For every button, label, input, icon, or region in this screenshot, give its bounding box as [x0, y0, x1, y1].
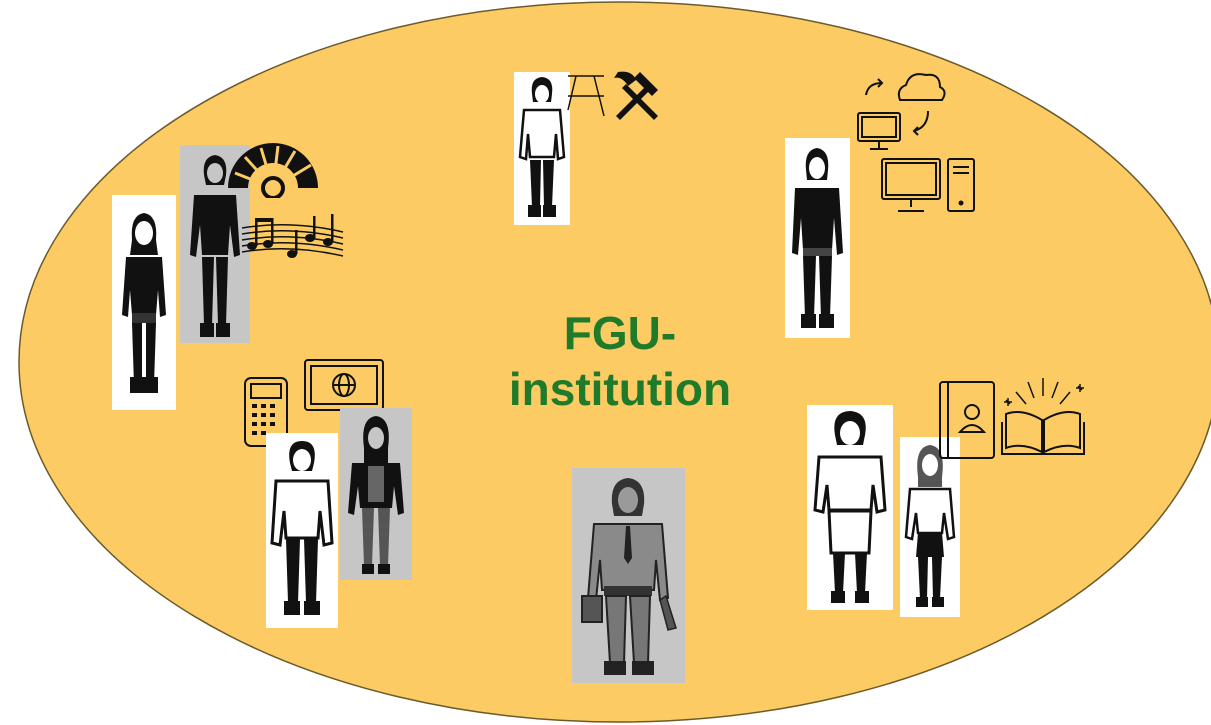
person-figure — [792, 148, 843, 328]
globe-card-icon — [303, 358, 385, 413]
computer-icon — [880, 155, 980, 215]
center-label-line2: institution — [508, 363, 732, 415]
person-figure — [122, 213, 166, 393]
person-card-woman-finance — [340, 408, 412, 580]
person-figure — [270, 441, 334, 615]
person-card-worker — [572, 468, 685, 683]
center-label: FGU- institution — [495, 305, 745, 417]
person-figure — [813, 411, 887, 603]
person-figure — [190, 155, 240, 337]
person-card-man-it — [785, 138, 850, 338]
music-notes-icon — [240, 208, 345, 266]
person-figure — [518, 77, 566, 217]
picnic-table-icon — [566, 70, 606, 118]
person-card-woman-music — [112, 195, 176, 410]
person-card-man-finance — [266, 433, 338, 628]
center-label-line1: FGU- — [563, 307, 677, 359]
person-figure — [904, 445, 956, 607]
toolbox-icon — [581, 595, 603, 623]
person-figure — [348, 416, 404, 574]
person-figure — [581, 478, 677, 675]
person-card-man-craft — [514, 72, 570, 225]
hammer-pick-icon — [610, 68, 665, 123]
folding-fan-icon — [223, 143, 323, 198]
cloud-sync-icon — [852, 65, 947, 160]
person-card-man-music — [180, 145, 250, 343]
person-card-man-reading — [807, 405, 893, 610]
person-card-woman-reading — [900, 437, 960, 617]
open-book-icon — [998, 372, 1088, 457]
contact-book-icon — [932, 380, 996, 460]
